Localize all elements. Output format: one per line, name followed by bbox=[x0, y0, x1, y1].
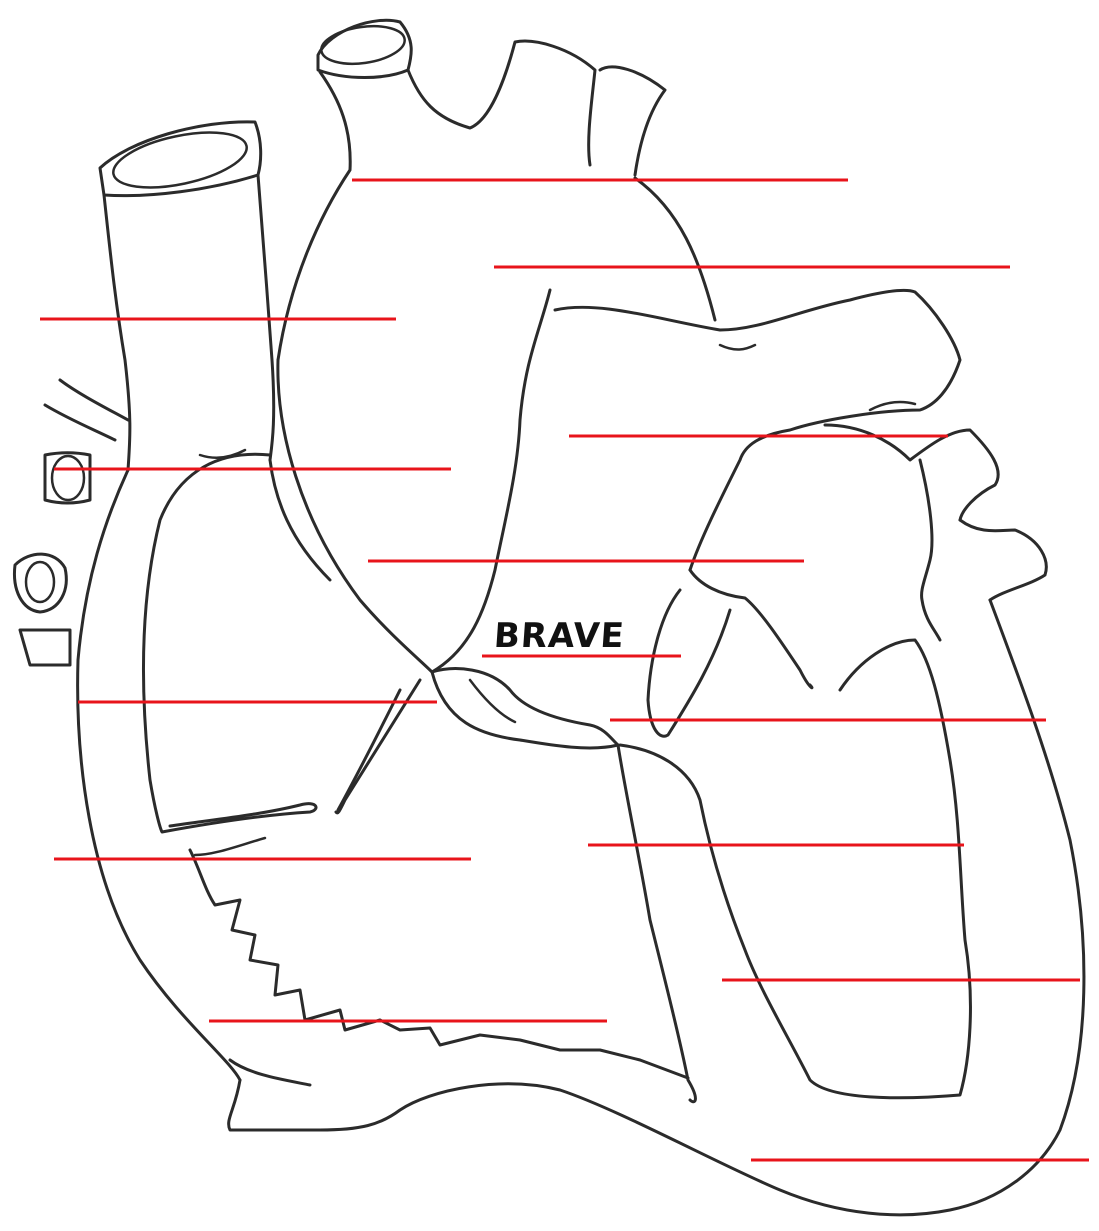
pulmonary-artery bbox=[432, 290, 960, 672]
brave-stamp: BRAVE bbox=[493, 616, 626, 656]
right-ventricle bbox=[190, 838, 688, 1078]
label-lines bbox=[40, 180, 1089, 1160]
left-ventricle bbox=[618, 460, 970, 1102]
right-atrium bbox=[78, 450, 316, 1080]
heart-apex bbox=[229, 600, 1084, 1215]
pulmonary-veins-left bbox=[825, 425, 1046, 600]
heart-valves bbox=[336, 570, 812, 813]
pulmonary-veins-right bbox=[14, 380, 128, 665]
